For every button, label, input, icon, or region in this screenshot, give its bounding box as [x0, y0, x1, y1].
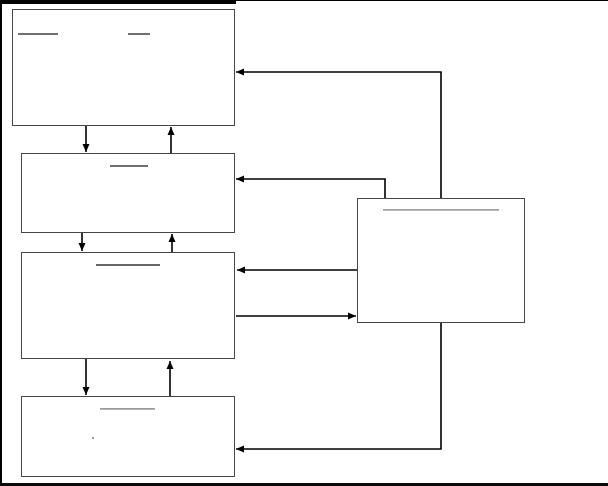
side-box-to-box4-line [236, 323, 442, 450]
top-rule [0, 0, 608, 1]
side-box-underline [383, 209, 499, 211]
side-box-to-box2-line [236, 178, 386, 198]
side-box-to-box1-line [236, 71, 442, 198]
side-box [357, 198, 525, 323]
box3-to-side-box-arrowhead [348, 312, 356, 320]
box2-underline [110, 165, 148, 167]
side-box-to-box1-arrowhead [236, 68, 244, 76]
flow-box-3 [21, 252, 235, 359]
box4-to-box3-up-arrowhead [166, 361, 174, 369]
top-bar [0, 0, 236, 4]
bottom-border [0, 483, 608, 486]
left-border [0, 0, 2, 486]
side-box-to-box2-arrowhead [236, 175, 244, 183]
box2-to-box1-up-arrowhead [167, 127, 175, 135]
box2-to-box3-down-arrowhead [78, 243, 86, 251]
flow-box-1 [12, 9, 235, 126]
box4-underline [100, 408, 155, 410]
box3-underline [96, 264, 160, 266]
box4-dot [92, 437, 94, 439]
box1-underline-a [18, 33, 58, 35]
box1-underline-b [128, 33, 150, 35]
box3-to-box4-down-arrowhead [82, 387, 90, 395]
side-box-to-box4-arrowhead [236, 445, 244, 453]
side-box-to-box3-arrowhead [237, 266, 245, 274]
box3-to-box2-up-arrowhead [168, 234, 176, 242]
box1-to-box2-down-arrowhead [82, 144, 90, 152]
